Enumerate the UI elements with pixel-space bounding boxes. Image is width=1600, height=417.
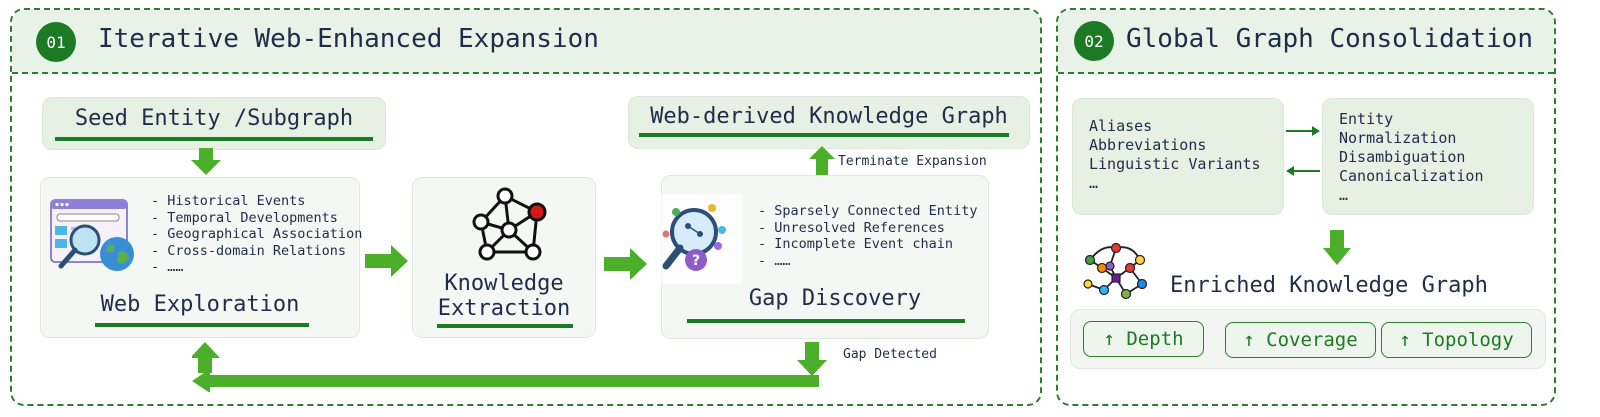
list-item: - Historical Events (151, 193, 306, 209)
list-item: … (1339, 186, 1349, 204)
aliases-box: Aliases Abbreviations Linguistic Variant… (1072, 98, 1284, 215)
enriched-kg-label: Enriched Knowledge Graph (1170, 273, 1488, 298)
step-number-badge: 02 (1074, 21, 1114, 61)
knowledge-extraction-line1: Knowledge (444, 271, 564, 296)
knowledge-extraction-card: Knowledge Extraction (412, 177, 596, 338)
gap-discovery-card: ? - Sparsely Connected Entity - Unresolv… (652, 175, 989, 339)
gap-discovery-title: Gap Discovery (748, 286, 922, 311)
web-exploration-card: - Historical Events - Temporal Developme… (40, 177, 362, 338)
consolidation-panel-title: Global Graph Consolidation (1126, 24, 1533, 54)
list-item: Normalization (1339, 129, 1457, 147)
seed-entity-label: Seed Entity /Subgraph (74, 106, 354, 131)
web-derived-kg-underline (639, 133, 1009, 137)
arrow-exploration-to-extraction (365, 245, 408, 277)
list-item: Entity (1339, 110, 1394, 128)
metric-depth: ↑ Depth (1083, 321, 1204, 357)
metric-topology: ↑ Topology (1381, 322, 1532, 358)
arrow-seed-to-exploration (191, 148, 221, 175)
arrow-down-consolidation (1323, 230, 1351, 265)
list-item: … (1089, 174, 1099, 192)
web-derived-kg-box: Web-derived Knowledge Graph (628, 96, 1030, 149)
list-item: - Sparsely Connected Entity (758, 203, 978, 219)
arrow-extraction-to-gap (604, 248, 647, 280)
normalization-list: Entity Normalization Disambiguation Cano… (1339, 110, 1484, 205)
arrow-terminate-up (809, 146, 835, 175)
gap-discovery-underline (687, 319, 965, 323)
terminate-expansion-label: Terminate Expansion (838, 154, 987, 169)
knowledge-extraction-line2: Extraction (437, 296, 571, 321)
gap-detected-label: Gap Detected (843, 347, 937, 362)
gap-discovery-list: - Sparsely Connected Entity - Unresolved… (758, 203, 977, 269)
gap-magnifier-question-icon: ? (652, 194, 742, 284)
list-item: Linguistic Variants (1089, 155, 1261, 173)
web-exploration-list: - Historical Events - Temporal Developme… (151, 193, 362, 276)
list-item: - …… (151, 259, 184, 275)
web-exploration-title: Web Exploration (100, 292, 300, 317)
list-item: - Cross-domain Relations (151, 242, 347, 259)
consolidation-panel-header: 02 Global Graph Consolidation (1058, 10, 1554, 74)
list-item: - …… (758, 252, 791, 269)
seed-entity-box: Seed Entity /Subgraph (42, 97, 386, 150)
colorful-graph-icon (1083, 242, 1148, 300)
web-derived-kg-label: Web-derived Knowledge Graph (650, 104, 1008, 129)
aliases-list: Aliases Abbreviations Linguistic Variant… (1089, 117, 1261, 193)
normalization-box: Entity Normalization Disambiguation Cano… (1322, 98, 1534, 215)
svg-text:?: ? (692, 253, 700, 269)
list-item: Abbreviations (1089, 136, 1207, 154)
expansion-panel-header: 01 Iterative Web-Enhanced Expansion (12, 10, 1040, 74)
knowledge-graph-icon (472, 187, 547, 261)
consolidation-panel: 02 Global Graph Consolidation (1056, 8, 1556, 406)
feedback-loop-arrow (192, 342, 827, 392)
browser-globe-magnifier-icon (50, 199, 134, 271)
list-item: - Geographical Association (151, 226, 363, 242)
list-item: - Incomplete Event chain (758, 236, 954, 252)
list-item: - Temporal Developments (151, 209, 338, 226)
seed-underline (55, 137, 373, 141)
bidirectional-arrows (1286, 126, 1320, 176)
step-number-badge: 01 (36, 22, 76, 62)
expansion-panel-title: Iterative Web-Enhanced Expansion (98, 24, 599, 54)
metric-coverage: ↑ Coverage (1225, 322, 1376, 358)
list-item: - Unresolved References (758, 219, 945, 236)
knowledge-extraction-underline (437, 324, 573, 328)
list-item: Disambiguation (1339, 148, 1466, 166)
list-item: Aliases (1089, 117, 1153, 135)
web-exploration-underline (95, 323, 309, 327)
list-item: Canonicalization (1339, 167, 1484, 185)
expansion-panel: 01 Iterative Web-Enhanced Expansion (10, 8, 1042, 406)
